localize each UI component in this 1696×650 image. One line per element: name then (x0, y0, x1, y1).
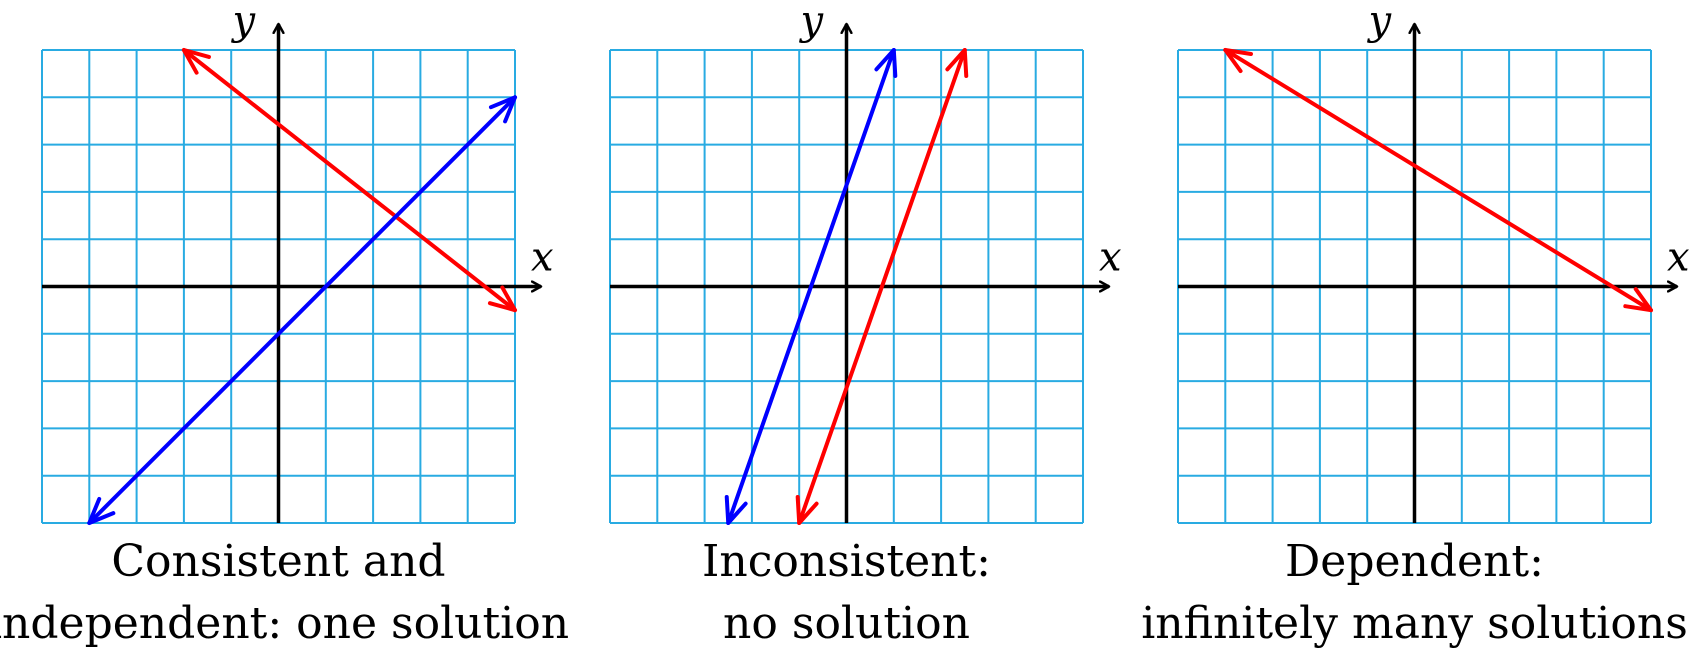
red-line (1223, 48, 1653, 313)
blue-line-segment (87, 95, 517, 525)
solution-lines (1223, 48, 1653, 313)
axes (1178, 24, 1677, 523)
red-line (181, 48, 517, 313)
axes (610, 24, 1109, 523)
caption-line-1: Inconsistent: (702, 536, 991, 587)
panel-inconsistent: x y Inconsistent: no solution (609, 0, 1122, 649)
solution-lines (87, 48, 517, 525)
y-axis-label: y (1367, 0, 1393, 44)
caption-line-1: Consistent and (111, 536, 445, 587)
red-arrowhead-start (1223, 48, 1253, 74)
blue-arrowhead-start (724, 495, 748, 525)
panel-dependent: x y Dependent: infinitely many solutions (1141, 0, 1689, 649)
y-axis-label: y (231, 0, 257, 44)
axes (42, 24, 541, 523)
red-arrowhead-end (1623, 287, 1653, 313)
red-line-segment (1223, 48, 1653, 313)
y-axis-label: y (799, 0, 825, 44)
red-arrowhead-start (181, 48, 211, 75)
blue-arrowhead-end (488, 95, 517, 124)
red-arrowhead-end (945, 48, 969, 78)
caption-line-2: infinitely many solutions (1141, 598, 1688, 649)
blue-line (87, 95, 517, 525)
blue-arrowhead-end (874, 48, 898, 78)
x-axis-label: x (531, 235, 554, 281)
x-axis-label: x (1099, 235, 1122, 281)
red-line-segment (797, 48, 967, 525)
blue-line-segment (726, 48, 896, 525)
solution-lines (724, 48, 969, 525)
panel-consistent-independent: x y Consistent and independent: one solu… (0, 0, 569, 649)
red-arrowhead-end (487, 285, 517, 313)
red-arrowhead-start (795, 495, 819, 525)
caption-line-2: no solution (723, 598, 970, 649)
red-line (795, 48, 969, 525)
blue-line (724, 48, 898, 525)
caption-line-2: independent: one solution (0, 598, 569, 649)
x-axis-label: x (1667, 235, 1690, 281)
caption-line-1: Dependent: (1285, 536, 1544, 587)
red-line-segment (181, 48, 517, 313)
blue-arrowhead-start (87, 496, 116, 525)
